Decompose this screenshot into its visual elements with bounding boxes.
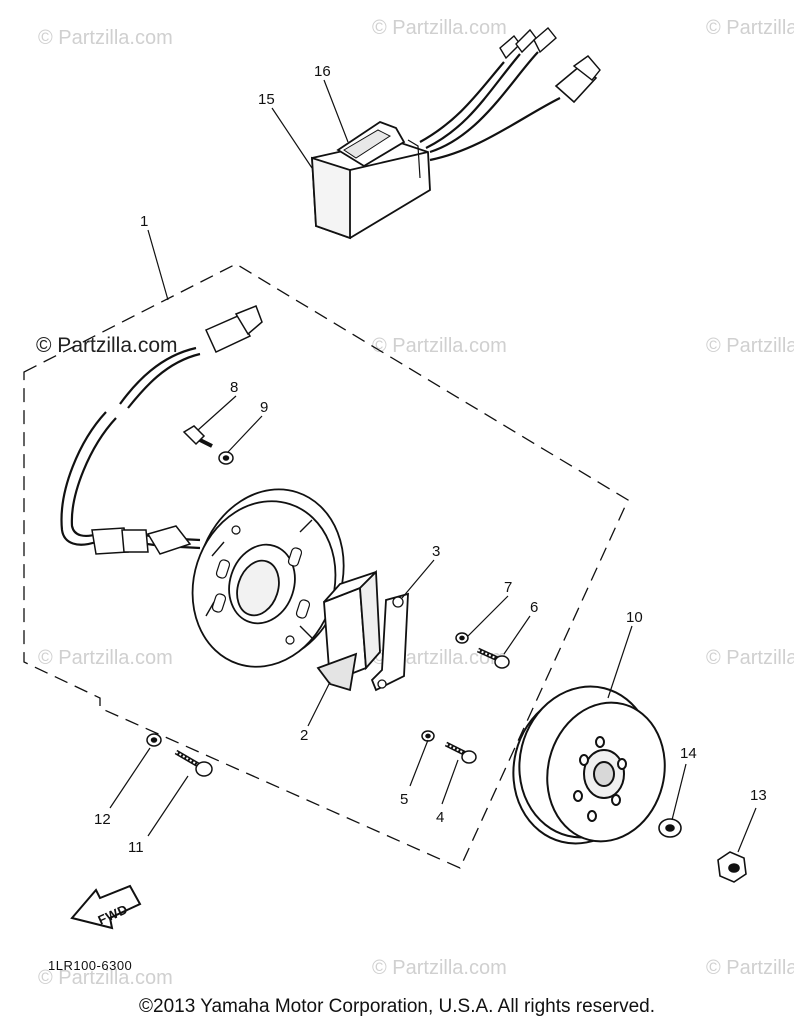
watermark-dark: © Partzilla.com: [36, 334, 178, 357]
leader-lines: [109, 229, 757, 853]
nut-13: [717, 851, 747, 883]
callout-9: 9: [260, 399, 268, 416]
watermark: © Partzilla.com: [706, 647, 794, 669]
screw-4: [421, 730, 477, 764]
leader-16: [323, 79, 349, 143]
callout-11: 11: [128, 839, 144, 856]
callout-7: 7: [504, 579, 512, 596]
copyright-notice: ©2013 Yamaha Motor Corporation, U.S.A. A…: [139, 996, 655, 1017]
callout-13: 13: [750, 787, 767, 804]
watermark: © Partzilla.com: [706, 335, 794, 357]
watermark: © Partzilla.com: [372, 17, 507, 39]
callout-4: 4: [436, 809, 444, 826]
callout-14: 14: [680, 745, 697, 762]
diagram-code: 1LR100-6300: [48, 958, 132, 973]
screw-6: [455, 632, 510, 669]
stator-harness: [60, 346, 201, 550]
leader-15: [271, 107, 313, 169]
callout-6: 6: [530, 599, 538, 616]
callouts: 1 2 3 4 5 6 7 8 9 10 11 12 13 14 15 16: [94, 63, 767, 856]
clamp: [370, 592, 409, 692]
callout-12: 12: [94, 811, 111, 828]
callout-8: 8: [230, 379, 238, 396]
harness-connectors: [91, 305, 263, 555]
callout-5: 5: [400, 791, 408, 808]
callout-1: 1: [140, 213, 148, 230]
bolt-8: [182, 425, 234, 465]
watermarks: © Partzilla.com © Partzilla.com © Partzi…: [36, 17, 794, 989]
washer-14: [658, 818, 682, 838]
watermark: © Partzilla.com: [372, 957, 507, 979]
callout-10: 10: [626, 609, 643, 626]
assembly-outline: [23, 263, 629, 869]
callout-16: 16: [314, 63, 331, 80]
watermark: © Partzilla.com: [706, 957, 794, 979]
rotor: [512, 685, 666, 845]
pulser-coil: [316, 569, 381, 692]
callout-3: 3: [432, 543, 440, 560]
callout-2: 2: [300, 727, 308, 744]
cdi-unit: [311, 26, 601, 240]
watermark: © Partzilla.com: [372, 335, 507, 357]
watermark: © Partzilla.com: [38, 27, 173, 49]
screw-11: [146, 733, 213, 777]
callout-15: 15: [258, 91, 275, 108]
fwd-arrow: FWD: [70, 884, 142, 930]
stator-plate: [191, 488, 345, 668]
watermark: © Partzilla.com: [38, 967, 173, 989]
watermark: © Partzilla.com: [38, 647, 173, 669]
watermark: © Partzilla.com: [706, 17, 794, 39]
